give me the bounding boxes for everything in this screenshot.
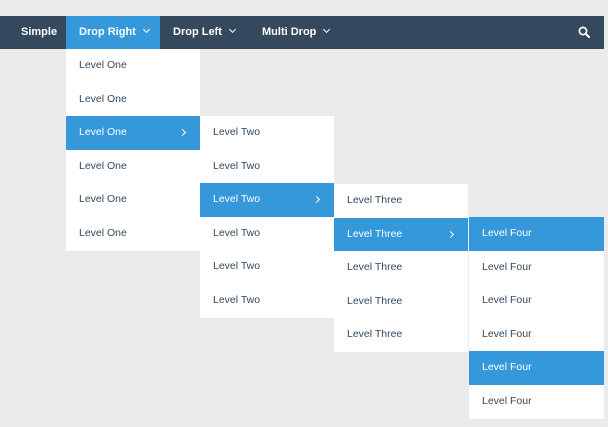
menu-item-label: Level Three [347,294,403,307]
search-icon[interactable] [578,26,590,38]
menu-item-label: Level Four [482,260,532,273]
nav-item-simple[interactable]: Simple [0,16,66,49]
menu-item-label: Level Two [213,260,261,273]
menu-item-label: Level One [79,193,127,206]
menu-item-level-two[interactable]: Level Two [200,217,334,251]
menu-item-level-four[interactable]: Level Four [469,251,604,285]
chevron-down-icon [228,25,236,34]
menu-item-label: Level Two [213,193,261,206]
menu-item-label: Level Two [213,126,261,138]
menu-item-level-three[interactable]: Level Three [334,285,468,319]
menu-item-label: Level Four [482,294,532,307]
nav-item-drop-right[interactable]: Drop Right [66,16,160,49]
menu-item-label: Level One [79,159,127,172]
dropdown-menu-level-two: Level Two Level Two Level Two Level Two … [200,116,334,318]
chevron-right-icon [178,129,187,137]
menu-item-level-three[interactable]: Level Three [334,251,468,285]
menu-item-label: Level One [79,126,127,139]
menu-item-label: Level Three [347,227,403,240]
chevron-down-icon [323,25,331,34]
menu-item-label: Level Two [213,159,261,172]
menu-item-level-two[interactable]: Level Two [200,250,334,284]
menu-item-label: Level Three [347,328,403,341]
menu-item-level-two[interactable]: Level Two [200,150,334,184]
nav-item-label: Drop Right [79,26,136,38]
menu-item-label: Level Two [213,226,261,239]
menu-item-level-one[interactable]: Level One [66,150,200,184]
chevron-right-icon [446,230,455,238]
nav-item-label: Multi Drop [262,26,317,38]
menu-item-level-one[interactable]: Level One [66,49,200,83]
menu-item-label: Level Four [482,361,532,374]
menu-item-level-one[interactable]: Level One [66,183,200,217]
chevron-right-icon [312,196,321,204]
nav-item-label: Simple [21,26,58,38]
menu-item-level-two[interactable]: Level Two [200,116,334,150]
top-navbar: Simple Drop Right Drop Left Multi Drop [0,16,604,49]
menu-item-level-two[interactable]: Level Two [200,284,334,318]
menu-item-level-one[interactable]: Level One [66,217,200,251]
nav-item-multi-drop[interactable]: Multi Drop [249,16,344,49]
dropdown-menu-level-one: Level One Level One Level One Level One … [66,49,200,251]
menu-item-level-four[interactable]: Level Four [469,217,604,251]
menu-item-label: Level Three [347,261,403,274]
menu-item-label: Level Two [213,293,261,306]
menu-item-level-three[interactable]: Level Three [334,217,468,252]
menu-item-label: Level One [79,92,127,105]
dropdown-menu-level-three: Level Three Level Three Level Three Leve… [334,184,468,352]
menu-item-level-one[interactable]: Level One [66,83,200,117]
menu-item-label: Level Four [482,394,532,407]
menu-item-level-two[interactable]: Level Two [200,183,334,217]
menu-item-label: Level One [79,226,127,239]
menu-item-level-four[interactable]: Level Four [469,318,604,352]
menu-item-level-three[interactable]: Level Three [334,318,468,352]
menu-item-level-three[interactable]: Level Three [334,184,468,218]
nav-item-label: Drop Left [173,26,222,38]
chevron-down-icon [142,25,150,34]
menu-item-level-four[interactable]: Level Four [469,385,604,419]
menu-item-level-four[interactable]: Level Four [469,284,604,318]
menu-item-label: Level Four [482,227,532,239]
menu-item-label: Level Four [482,327,532,340]
nav-item-drop-left[interactable]: Drop Left [160,16,249,49]
menu-item-level-four[interactable]: Level Four [469,351,604,385]
dropdown-menu-level-four: Level Four Level Four Level Four Level F… [469,217,604,419]
menu-item-label: Level One [79,59,127,71]
menu-item-label: Level Three [347,194,403,206]
menu-item-level-one[interactable]: Level One [66,116,200,150]
